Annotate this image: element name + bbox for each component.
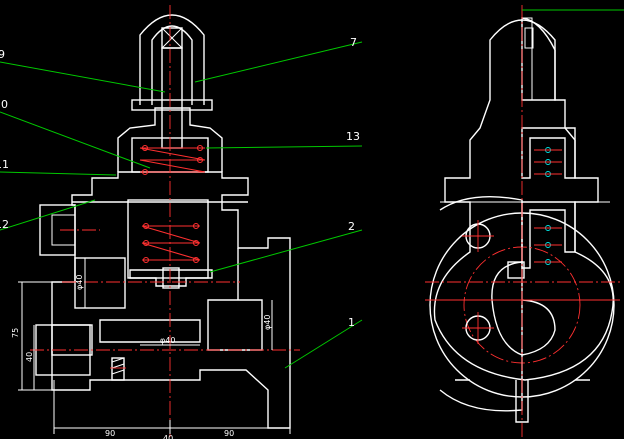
callout-10: 10: [0, 98, 8, 111]
callout-9: 9: [0, 48, 5, 61]
leader-lines: [0, 41, 363, 369]
spindle: [161, 47, 183, 149]
dim-phi40-upper: φ40: [75, 275, 84, 290]
callout-1: 1: [348, 316, 355, 329]
side-spring: [534, 147, 562, 265]
upper-spring: [139, 144, 206, 176]
callout-13: 13: [346, 130, 360, 143]
valve-disc: [129, 269, 213, 287]
dim-40-left: 40: [25, 352, 34, 362]
callout-2: 2: [348, 220, 355, 233]
callout-11: 11: [0, 158, 9, 171]
dim-90-left: 90: [105, 429, 115, 438]
front-section-view: [0, 5, 363, 439]
dimension-lines: [18, 258, 291, 434]
dim-75: 75: [11, 328, 20, 338]
dim-center: 40: [163, 434, 173, 439]
side-view: [425, 5, 624, 439]
dim-phi40-right: φ40: [263, 315, 272, 330]
dim-phi40-mid: φ40: [160, 336, 175, 345]
callout-12: 12: [0, 218, 9, 231]
lower-spring: [141, 222, 201, 264]
callout-7: 7: [350, 36, 357, 49]
valve-body: [35, 171, 291, 429]
dome-cap: [131, 14, 213, 111]
dim-90-right: 90: [224, 429, 234, 438]
